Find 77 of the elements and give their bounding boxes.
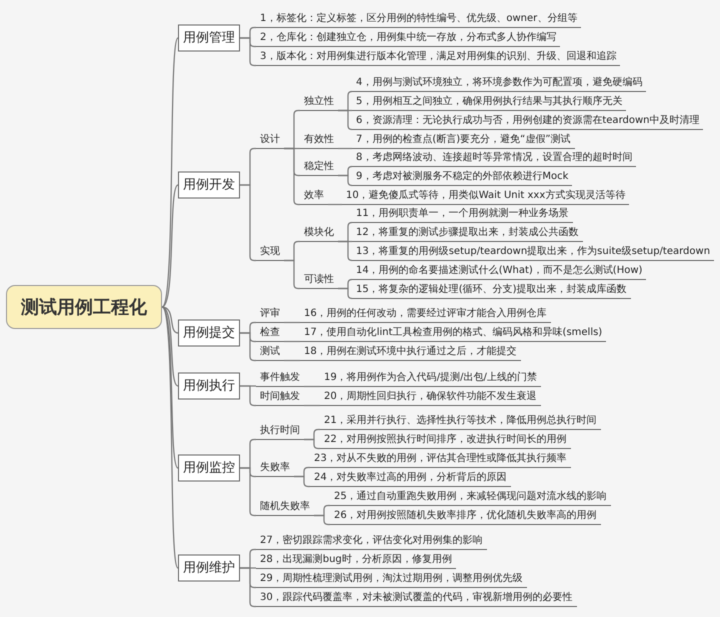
subtopic-label: 独立性 <box>300 93 338 111</box>
item-text: 1，标签化：定义标签，区分用例的特性编号、优先级、owner、分组等 <box>256 10 582 28</box>
connector-line <box>304 438 320 450</box>
connector-line <box>338 288 353 300</box>
connector-line <box>328 204 342 206</box>
item-text: 16，用例的任何改动，需要经过评审才能合入用例仓库 <box>300 305 551 323</box>
item-text: 11，用例职责单一，一个用例就测一种业务场景 <box>352 205 573 223</box>
connector-line <box>162 184 178 308</box>
connector-line <box>304 404 320 406</box>
item-text: 3，版本化：对用例集进行版本化管理，满足对用例集的识别、升级、回退和追踪 <box>256 48 620 66</box>
item-text: 22，对用例按照执行时间排序，改进执行时间长的用例 <box>320 431 571 449</box>
item-text: 23，对从不失败的用例，评估其合理性或降低其执行频率 <box>310 450 571 468</box>
connector-line <box>294 476 310 488</box>
item-text: 4，用例与测试环境独立，将环境参数作为可配置项，避免硬编码 <box>352 74 646 92</box>
connector-line <box>338 240 353 262</box>
subtopic-label: 稳定性 <box>300 158 338 176</box>
topic-box: 用例提交 <box>178 320 240 346</box>
topic-box: 用例管理 <box>178 24 240 52</box>
item-text: 10，避免傻瓜式等待，用类似Wait Unit xxx方式实现灵活等待 <box>342 187 630 205</box>
connector-line <box>338 148 352 150</box>
item-text: 9，考虑对被测服务不稳定的外部依赖进行Mock <box>352 168 572 186</box>
connector-line <box>240 385 256 406</box>
subtopic-label: 失败率 <box>256 459 294 477</box>
connector-line <box>240 567 256 608</box>
topic-box: 用例执行 <box>178 372 240 400</box>
topic-box: 用例维护 <box>178 554 240 582</box>
item-text: 7，用例的检查点(断言)要充分，避免“虚假”测试 <box>352 131 575 149</box>
item-text: 14，用例的命名要描述测试什么(What)，而不是怎么测试(How) <box>352 262 646 280</box>
subtopic-label: 效率 <box>300 187 328 205</box>
subtopic-label: 设计 <box>256 131 284 149</box>
item-text: 2，仓库化：创建独立仓，用例集中统一存放，分布式多人协作编写 <box>256 29 560 47</box>
connector-line <box>338 174 353 186</box>
subtopic-label: 检查 <box>256 324 284 342</box>
connector-line <box>240 37 256 66</box>
central-topic: 测试用例工程化 <box>6 285 162 329</box>
connector-line <box>162 306 178 334</box>
item-text: 19，将用例作为合入代码/提测/出包/上线的门禁 <box>320 369 541 387</box>
item-text: 27，密切跟踪需求变化，评估变化对用例集的影响 <box>256 532 487 550</box>
subtopic-label: 实现 <box>256 243 284 261</box>
connector-line <box>161 38 179 308</box>
item-text: 21，采用并行执行、选择性执行等技术，降低用例总执行时间 <box>320 412 601 430</box>
item-text: 13，将重复的用例级setup/teardown提取出来，作为suite级setup/teardown <box>352 243 714 261</box>
connector-line <box>304 386 320 388</box>
item-text: 12，将重复的测试步骤提取出来，封装成公共函数 <box>352 224 583 242</box>
connector-line <box>240 332 256 362</box>
item-text: 8，考虑网络波动、连接超时等异常情况，设置合理的超时时间 <box>352 149 636 167</box>
item-text: 6，资源清理：无论执行成功与否，用例创建的资源需在teardown中及时清理 <box>352 112 704 130</box>
subtopic-label: 执行时间 <box>256 422 304 440</box>
connector-line <box>162 306 178 386</box>
subtopic-label: 时间触发 <box>256 388 304 406</box>
subtopic-label: 有效性 <box>300 131 338 149</box>
connector-line <box>314 514 330 526</box>
connector-line <box>284 340 300 342</box>
subtopic-label: 可读性 <box>300 271 338 289</box>
item-text: 20，周期性回归执行，确保软件功能不发生衰退 <box>320 388 541 406</box>
item-text: 17，使用自动化lint工具检查用例的格式、编码风格和异味(smells) <box>300 324 606 342</box>
item-text: 5，用例相互之间独立，确保用例执行结果与其执行顺序无关 <box>352 93 626 111</box>
item-text: 26，对用例按照随机失败率排序，优化随机失败率高的用例 <box>330 507 601 525</box>
connector-line <box>284 360 300 362</box>
item-text: 29，周期性梳理测试用例，淘汰过期用例，调整用例优先级 <box>256 570 527 588</box>
topic-box: 用例监控 <box>178 454 240 482</box>
subtopic-label: 评审 <box>256 305 284 323</box>
subtopic-label: 事件触发 <box>256 369 304 387</box>
topic-box: 用例开发 <box>178 172 240 198</box>
subtopic-label: 模块化 <box>300 224 338 242</box>
connector-line <box>162 306 178 468</box>
connector-line <box>161 306 179 568</box>
connector-line <box>338 110 353 130</box>
item-text: 25，通过自动重跑失败用例，来减轻偶现问题对流水线的影响 <box>330 488 611 506</box>
item-text: 30，跟踪代码覆盖率，对未被测试覆盖的代码，审视新增用例的必要性 <box>256 589 577 607</box>
item-text: 24，对失败率过高的用例，分析背后的原因 <box>310 469 511 487</box>
connector-line <box>284 322 300 324</box>
subtopic-label: 随机失败率 <box>256 498 314 516</box>
item-text: 15，将复杂的逻辑处理(循环、分支)提取出来，封装成库函数 <box>352 281 631 299</box>
item-text: 28，出现漏测bug时，分析原因，修复用例 <box>256 551 456 569</box>
subtopic-label: 测试 <box>256 343 284 361</box>
item-text: 18，用例在测试环境中执行通过之后，才能提交 <box>300 343 521 361</box>
